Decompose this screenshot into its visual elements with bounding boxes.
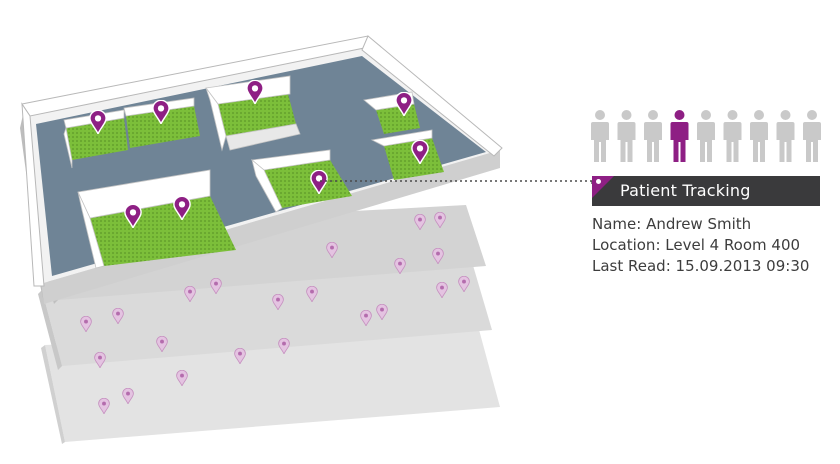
room-6 xyxy=(251,149,352,213)
tag-corner-dot xyxy=(596,179,601,184)
tag-corner-accent xyxy=(592,176,614,198)
person-icon xyxy=(776,110,795,162)
tag-title: Patient Tracking xyxy=(620,181,751,200)
person-icon xyxy=(617,110,636,162)
patient-location: Location: Level 4 Room 400 xyxy=(592,236,801,254)
patient-info: Name: Andrew Smith Location: Level 4 Roo… xyxy=(592,214,809,277)
person-icon xyxy=(803,110,821,162)
person-icon xyxy=(644,110,662,162)
people-row xyxy=(591,110,821,162)
room-5 xyxy=(370,129,444,180)
outer-walls xyxy=(21,35,503,287)
patient-last-read: Last Read: 15.09.2013 09:30 xyxy=(592,257,810,275)
patient-tracking-tag[interactable]: Patient Tracking xyxy=(592,176,820,206)
person-icon xyxy=(697,110,715,162)
person-icon xyxy=(750,110,768,162)
person-icon xyxy=(591,110,609,162)
person-icon-highlighted[interactable] xyxy=(670,110,689,162)
patient-name: Name: Andrew Smith xyxy=(592,215,752,233)
person-icon xyxy=(723,110,742,162)
